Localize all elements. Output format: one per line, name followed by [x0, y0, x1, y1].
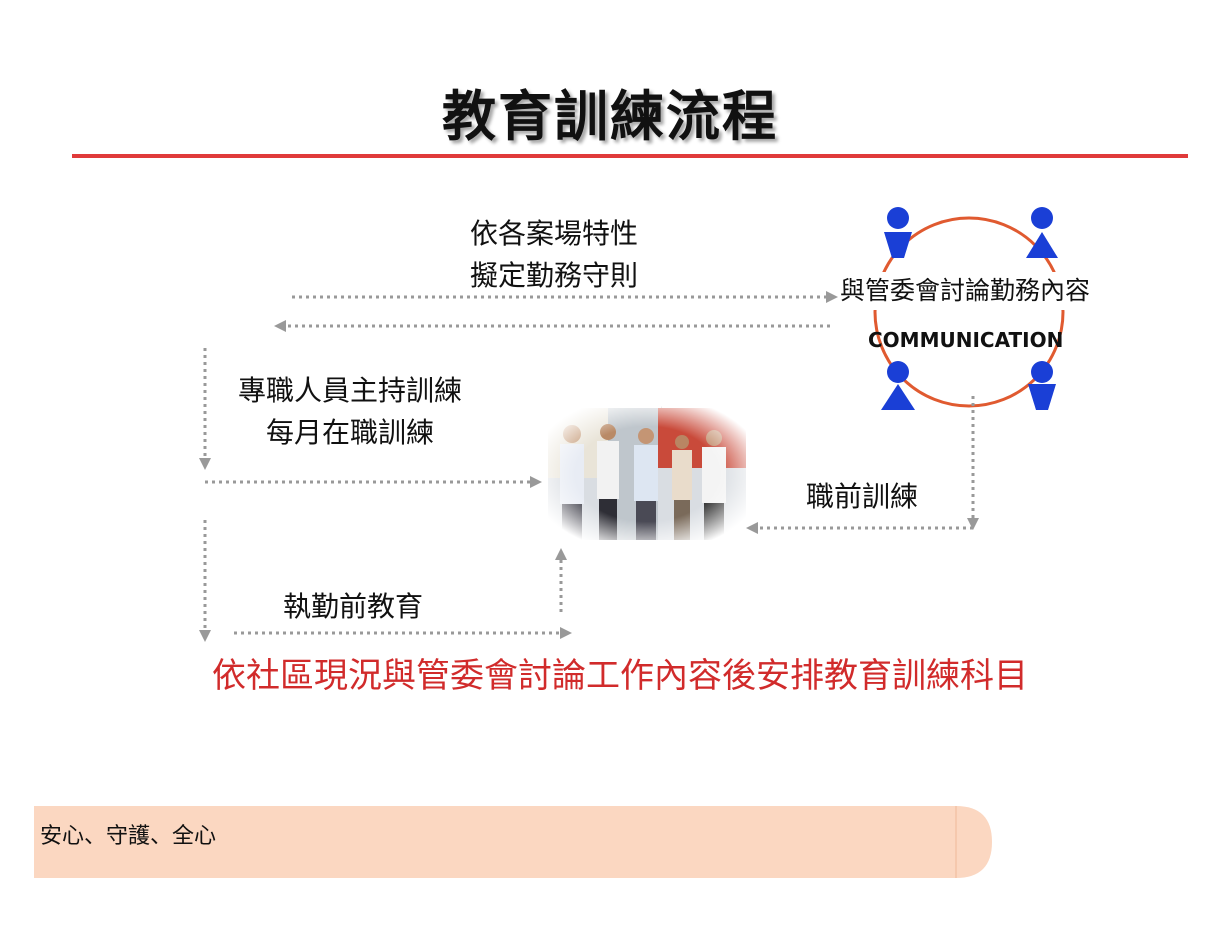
host-label-line1: 專職人員主持訓練 [238, 374, 463, 407]
footer-bar [34, 806, 992, 878]
page-title: 教育訓練流程 [442, 85, 778, 148]
communication-circle [873, 216, 1065, 408]
summary-text: 依社區現況與管委會討論工作內容後安排教育訓練科目 [212, 656, 1028, 696]
title-divider [72, 154, 1188, 158]
rules-label-line1: 依各案場特性 [470, 217, 639, 250]
training-photo [548, 408, 746, 540]
pre-training-label: 職前訓練 [806, 480, 919, 513]
host-label-line2: 每月在職訓練 [266, 416, 435, 449]
person-icon-top-right [1026, 207, 1058, 258]
pre-duty-label: 執勤前教育 [283, 590, 424, 623]
person-icon-bottom-right [1028, 361, 1056, 410]
rules-label-line2: 擬定勤務守則 [470, 259, 639, 292]
person-icon-top-left [884, 207, 912, 258]
footer-slogan: 安心、守護、全心 [40, 824, 217, 849]
host-training-label: 專職人員主持訓練 每月在職訓練 [238, 370, 462, 454]
communication-label: COMMUNICATION [868, 328, 1064, 352]
rules-label: 依各案場特性 擬定勤務守則 [470, 213, 638, 297]
mgmt-discussion-label: 與管委會討論勤務內容 [838, 272, 1093, 310]
person-icon-bottom-left [881, 361, 915, 410]
